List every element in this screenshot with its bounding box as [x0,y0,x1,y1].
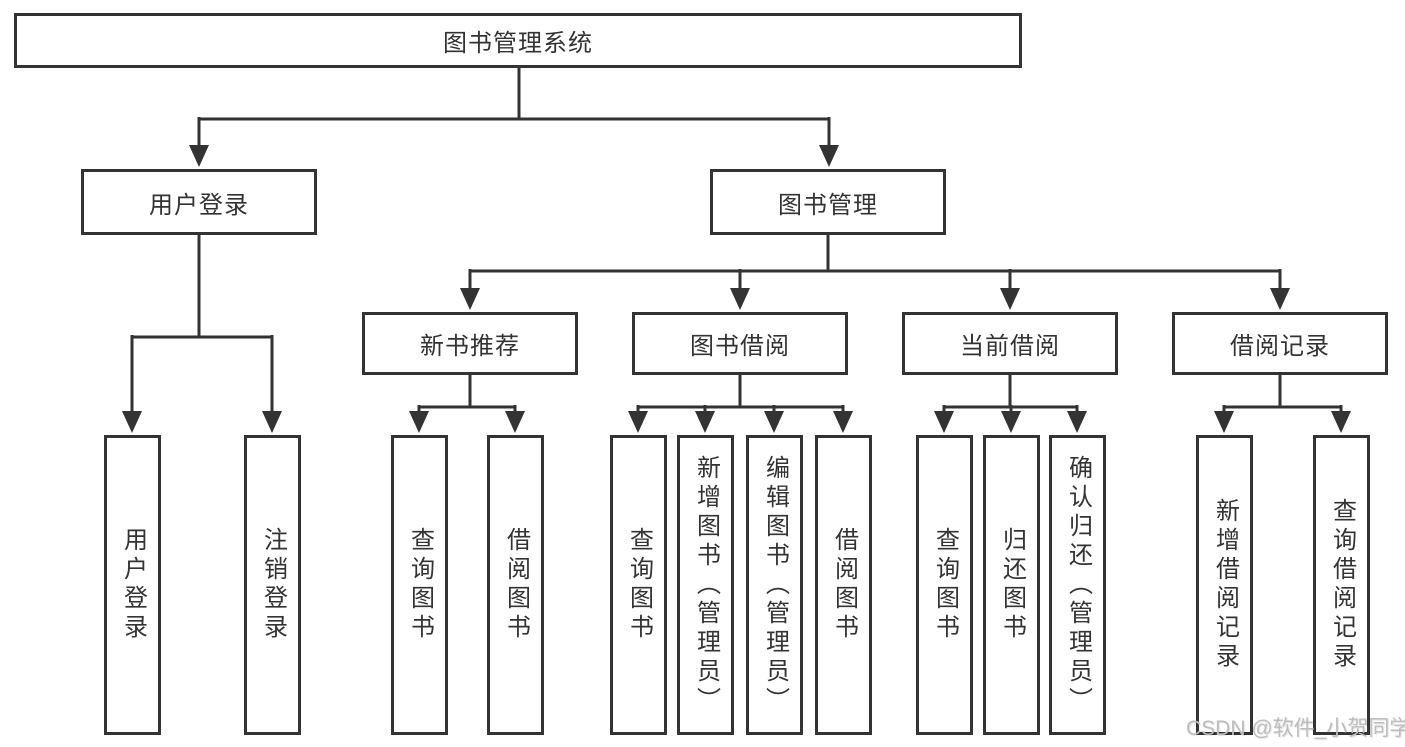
node-user-login: 用户登录 [81,169,317,235]
leaf-borrow-edit-books-admin: 编辑图书（管理员） [746,435,803,735]
leaf-borrow-borrow-books: 借阅图书 [815,435,872,735]
node-label: 注销登录 [259,527,287,643]
node-label: 借阅记录 [1230,333,1330,360]
leaf-user-login: 用户登录 [104,435,161,735]
node-label: 查询图书 [406,527,434,643]
leaf-recommend-query-books: 查询图书 [391,435,448,735]
node-label: 新书推荐 [420,333,520,360]
node-label: 借阅图书 [830,527,858,643]
node-label: 查询图书 [931,527,959,643]
node-label: 图书管理系统 [443,30,593,57]
node-current-borrow: 当前借阅 [902,312,1118,375]
node-new-book-recommend: 新书推荐 [362,312,578,375]
node-root: 图书管理系统 [14,13,1022,68]
node-borrow-records: 借阅记录 [1172,312,1388,375]
node-label: 图书管理 [778,191,878,219]
leaf-borrow-query-books: 查询图书 [610,435,667,735]
leaf-borrow-add-books-admin: 新增图书（管理员） [677,435,734,735]
leaf-current-return-books: 归还图书 [983,435,1040,735]
node-label: 编辑图书（管理员） [761,454,789,716]
leaf-recommend-borrow-books: 借阅图书 [487,435,544,735]
leaf-records-add-record: 新增借阅记录 [1196,435,1253,735]
node-label: 图书借阅 [690,333,790,360]
leaf-current-query-books: 查询图书 [916,435,973,735]
node-label: 当前借阅 [960,333,1060,360]
node-label: 借阅图书 [502,527,530,643]
node-label: 用户登录 [149,191,249,219]
leaf-records-query-record: 查询借阅记录 [1313,435,1370,735]
node-book-borrow: 图书借阅 [632,312,848,375]
leaf-logout: 注销登录 [244,435,301,735]
leaf-current-confirm-return-admin: 确认归还（管理员） [1049,435,1106,735]
node-label: 查询图书 [625,527,653,643]
node-label: 新增图书（管理员） [692,454,720,716]
node-label: 确认归还（管理员） [1064,454,1092,716]
node-book-management: 图书管理 [710,169,946,235]
node-label: 新增借阅记录 [1211,498,1239,672]
node-label: 用户登录 [119,527,147,643]
watermark: CSDN @软件_小贺同学 [1186,717,1405,740]
node-label: 查询借阅记录 [1328,498,1356,672]
arrowheads [122,145,1351,433]
node-label: 归还图书 [998,527,1026,643]
